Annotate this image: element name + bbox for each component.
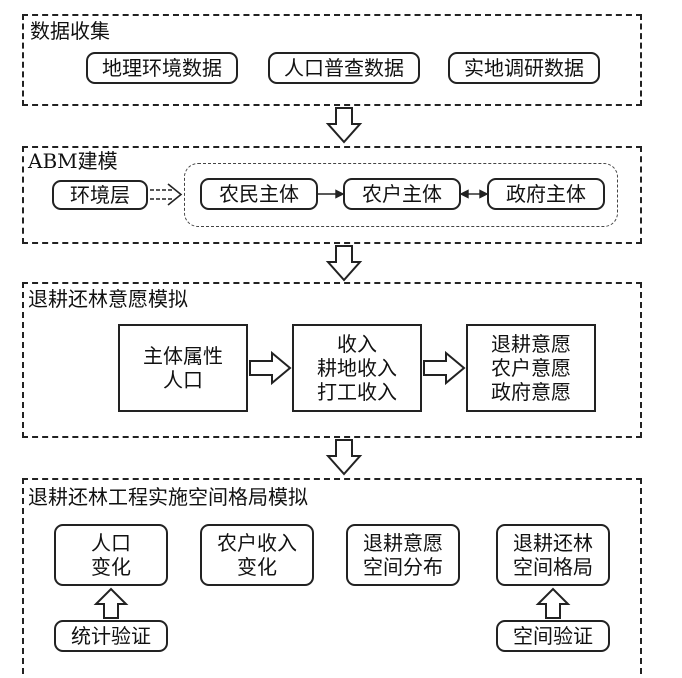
box-grain-to-green-pattern: 退耕还林 空间格局 xyxy=(496,524,610,586)
section-title-data-collection: 数据收集 xyxy=(30,19,110,43)
box-government-agent: 政府主体 xyxy=(487,178,605,210)
section-spatial-pattern-sim xyxy=(22,478,642,674)
agent-group xyxy=(184,163,618,227)
box-income: 收入 耕地收入 打工收入 xyxy=(292,324,422,412)
box-farmer-agent: 农民主体 xyxy=(200,178,318,210)
section-title-spatial-pattern: 退耕还林工程实施空间格局模拟 xyxy=(28,485,308,509)
box-population-change: 人口 变化 xyxy=(54,524,168,586)
section-willingness-sim xyxy=(22,282,642,438)
box-geo-env-data: 地理环境数据 xyxy=(86,52,238,84)
box-field-survey-data: 实地调研数据 xyxy=(448,52,600,84)
box-willingness-output: 退耕意愿 农户意愿 政府意愿 xyxy=(466,324,596,412)
box-household-income-change: 农户收入 变化 xyxy=(200,524,314,586)
box-spatial-validation: 空间验证 xyxy=(496,620,610,652)
box-household-agent: 农户主体 xyxy=(343,178,461,210)
box-agent-attributes: 主体属性 人口 xyxy=(118,324,248,412)
box-census-data: 人口普查数据 xyxy=(268,52,420,84)
box-willingness-distribution: 退耕意愿 空间分布 xyxy=(346,524,460,586)
box-statistical-validation: 统计验证 xyxy=(54,620,168,652)
section-title-abm: ABM建模 xyxy=(28,149,118,173)
section-data-collection xyxy=(22,14,642,106)
section-abm-modeling xyxy=(22,146,642,244)
box-environment-layer: 环境层 xyxy=(52,180,148,210)
down-arrow-3 xyxy=(325,439,363,476)
down-arrow-2 xyxy=(325,245,363,282)
section-title-willingness: 退耕还林意愿模拟 xyxy=(28,287,188,311)
down-arrow-1 xyxy=(325,107,363,144)
